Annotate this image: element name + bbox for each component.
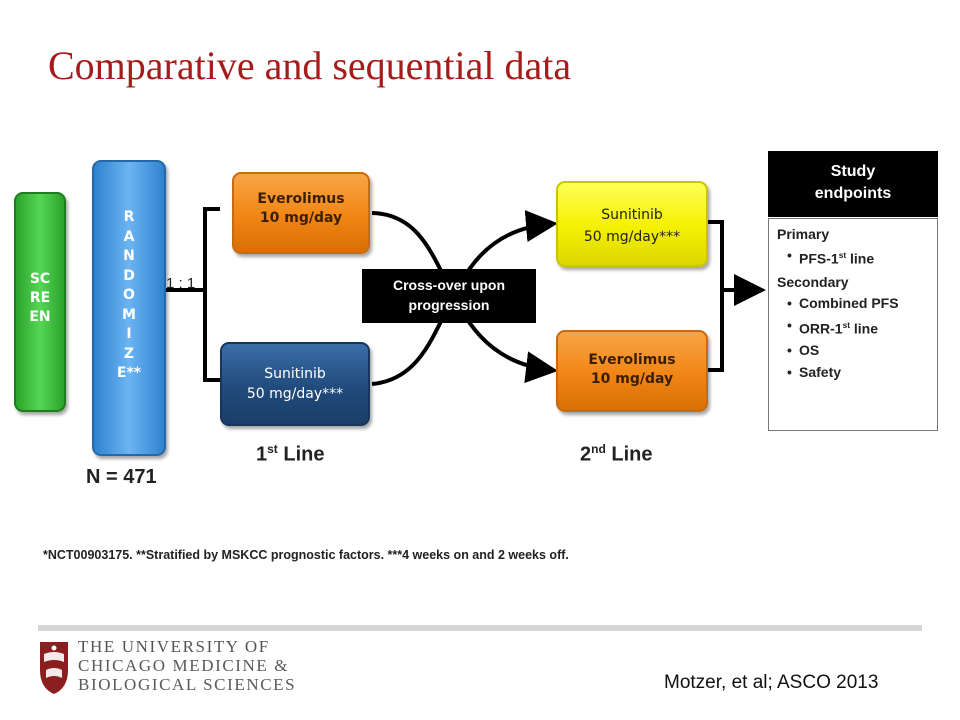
drug-name: Sunitinib: [601, 207, 663, 223]
first-line-ordinal: 1: [256, 443, 268, 466]
first-line-everolimus-box: Everolimus 10 mg/day: [232, 172, 370, 254]
screen-label-line: SC: [29, 271, 51, 287]
endpoint-text: ORR-1: [799, 320, 843, 337]
university-logo-text: THE UNIVERSITY OF CHICAGO MEDICINE & BIO…: [78, 637, 296, 694]
drug-name: Everolimus: [257, 191, 345, 207]
drug-name: Sunitinib: [264, 366, 326, 382]
bullet: •: [787, 247, 792, 263]
endpoint-sup: st: [838, 250, 847, 260]
secondary-endpoint-os: • OS: [777, 342, 929, 358]
endpoint-text: OS: [799, 342, 820, 359]
randomize-letter: O: [123, 287, 135, 303]
study-endpoints-header: Study endpoints: [768, 151, 938, 217]
endpoint-text: Combined PFS: [799, 294, 899, 311]
study-endpoints-list: Primary •PFS-1st line Secondary •Combine…: [768, 218, 938, 431]
crossover-label: Cross-over upon progression: [362, 269, 536, 323]
screen-label-line: EN: [29, 309, 51, 325]
first-line-label: 1st Line: [256, 442, 324, 467]
drug-dose: 10 mg/day: [590, 371, 674, 387]
second-line-label: 2nd Line: [580, 442, 652, 467]
randomize-letter: D: [123, 267, 135, 284]
citation: Motzer, et al; ASCO 2013: [664, 672, 879, 693]
randomize-letter: A: [123, 228, 135, 245]
randomize-letter: M: [122, 306, 136, 323]
endpoint-sup: st: [842, 319, 851, 330]
drug-dose: 50 mg/day***: [583, 229, 681, 245]
bullet: •: [787, 316, 792, 333]
first-line-text: Line: [283, 443, 325, 466]
secondary-endpoint-safety: • Safety: [777, 364, 929, 380]
randomize-letter: E**: [116, 365, 142, 381]
randomization-bracket: [203, 207, 220, 382]
footnote: *NCT00903175. **Stratified by MSKCC prog…: [43, 548, 569, 562]
drug-name: Everolimus: [588, 352, 676, 368]
second-line-ordinal: 2: [580, 443, 592, 466]
randomize-box: R A N D O M I Z E**: [92, 160, 166, 456]
crossover-line: progression: [408, 297, 490, 313]
primary-endpoint-heading: Primary: [777, 226, 830, 242]
randomization-ratio: 1 : 1: [166, 275, 196, 292]
logo-line: BIOLOGICAL SCIENCES: [78, 675, 297, 694]
bullet: •: [787, 294, 792, 311]
randomize-letter: Z: [123, 345, 135, 362]
screen-box: SC RE EN: [14, 192, 66, 412]
drug-dose: 50 mg/day***: [246, 386, 344, 402]
bullet: •: [787, 364, 792, 381]
randomize-letter: R: [123, 209, 135, 225]
secondary-endpoint-combined-pfs: • Combined PFS: [777, 295, 929, 311]
second-line-sunitinib-box: Sunitinib 50 mg/day***: [556, 181, 708, 267]
footer-divider: [38, 625, 922, 631]
endpoints-header-line: endpoints: [814, 185, 892, 202]
endpoint-text: Safety: [799, 364, 842, 381]
bullet: •: [787, 342, 792, 359]
randomize-letter: I: [126, 326, 132, 342]
first-line-ordinal-suffix: st: [267, 442, 278, 456]
endpoint-text: line: [850, 320, 879, 337]
screen-label-line: RE: [29, 290, 51, 306]
endpoint-text: PFS-1: [799, 250, 839, 267]
first-line-sunitinib-box: Sunitinib 50 mg/day***: [220, 342, 370, 426]
logo-line: CHICAGO MEDICINE &: [78, 656, 290, 675]
second-line-ordinal-suffix: nd: [591, 442, 606, 456]
secondary-endpoint-heading: Secondary: [777, 273, 849, 290]
endpoints-bracket: [708, 220, 724, 372]
university-crest-icon: [40, 642, 68, 694]
second-line-text: Line: [611, 443, 653, 466]
primary-endpoint-pfs: • PFS-1st line: [777, 247, 929, 267]
endpoints-header-line: Study: [830, 163, 876, 180]
randomize-letter: N: [123, 248, 135, 264]
second-line-everolimus-box: Everolimus 10 mg/day: [556, 330, 708, 412]
endpoint-text: line: [846, 250, 875, 267]
secondary-endpoint-orr: • ORR-1st line: [777, 317, 929, 337]
crossover-line: Cross-over upon: [392, 277, 505, 293]
sample-size-label: N = 471: [86, 466, 157, 488]
page-title: Comparative and sequential data: [48, 43, 572, 88]
logo-line: THE UNIVERSITY OF: [78, 637, 270, 656]
drug-dose: 10 mg/day: [259, 210, 343, 226]
